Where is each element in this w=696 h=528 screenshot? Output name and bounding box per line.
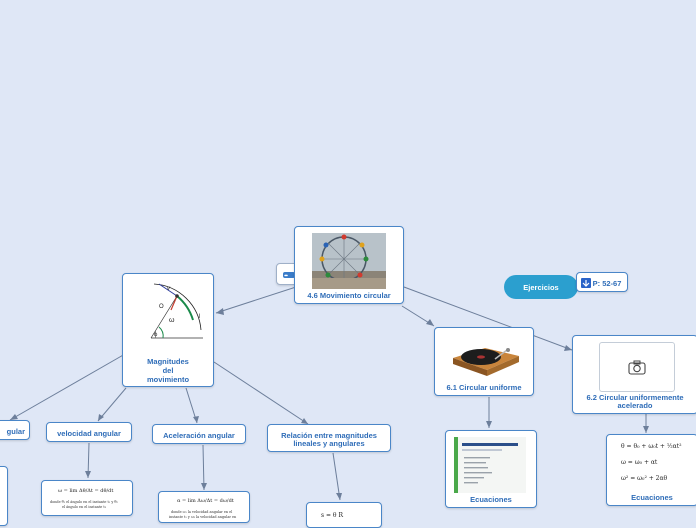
relation-formula-box[interactable]: s = θ R xyxy=(306,502,382,528)
accelerated-circular-node[interactable]: 6.2 Circular uniformemente acelerado xyxy=(572,335,696,414)
equation-velocity: ω = ω₀ + αt xyxy=(621,459,658,466)
image-placeholder xyxy=(599,342,675,392)
equations-accelerated-node[interactable]: θ = θ₀ + ω₀t + ½αt² ω = ω₀ + αt ω² = ω₀²… xyxy=(606,434,696,506)
camera-icon xyxy=(628,360,646,375)
attachment-icon xyxy=(581,278,591,288)
angular-position-node[interactable]: gular xyxy=(0,420,30,440)
root-node-movimiento-circular[interactable]: 4.6 Movimiento circular xyxy=(294,226,404,304)
arc-label: l xyxy=(199,314,200,320)
relation-title-1: Relación entre magnitudes xyxy=(281,431,377,440)
equations-uniform-title: Ecuaciones xyxy=(470,495,512,504)
phi-label: ϕ xyxy=(154,332,158,338)
accelerated-circular-title-1: 6.2 Circular uniformemente xyxy=(586,393,684,402)
angular-velocity-formula-box[interactable]: ω = lim Δθ/Δt = dθ/dt donde θ₁ el ángulo… xyxy=(41,480,133,516)
uniform-circular-node[interactable]: 6.1 Circular uniforme xyxy=(434,327,534,396)
magnitudes-node[interactable]: v O ω ϕ l Magnitudes del movimiento xyxy=(122,273,214,387)
pages-node[interactable]: P: 52-67 xyxy=(576,272,628,292)
equations-accelerated-title: Ecuaciones xyxy=(631,493,673,502)
magnitudes-title-3: movimiento xyxy=(146,375,190,384)
magnitudes-title-1: Magnitudes xyxy=(147,357,189,366)
angular-acceleration-title: Aceleración angular xyxy=(163,431,235,440)
pages-label: P: 52-67 xyxy=(592,279,622,288)
turntable-image xyxy=(453,348,519,376)
velocity-label: v xyxy=(167,286,171,292)
circular-motion-diagram: v O ω ϕ l xyxy=(150,283,203,339)
svg-text:⬌: ⬌ xyxy=(284,273,288,279)
omega-label: ω xyxy=(169,317,175,324)
linear-angular-relation-node[interactable]: Relación entre magnitudes lineales y ang… xyxy=(267,424,391,452)
angular-position-title: gular xyxy=(6,427,25,436)
equation-velocity-squared: ω² = ω₀² + 2αθ xyxy=(621,475,668,482)
angular-acceleration-note-2: instante t₁ y ω₂ la velocidad angular en xyxy=(169,515,237,519)
angular-position-formula-box[interactable] xyxy=(0,466,8,526)
angular-acceleration-node[interactable]: Aceleración angular xyxy=(152,424,246,444)
angular-velocity-formula: ω = lim Δθ/Δt = dθ/dt xyxy=(58,488,114,494)
angular-velocity-note-2: el ángulo en el instante t₂ xyxy=(62,505,107,509)
magnitudes-title-2: del xyxy=(162,366,174,375)
angular-acceleration-formula-box[interactable]: α = lim Δω/Δt = dω/dt donde ω₁ la veloci… xyxy=(158,491,250,523)
angular-velocity-note-1: donde θ₁ el ángulo en el instante t₁ y θ… xyxy=(50,500,118,504)
origin-label: O xyxy=(159,304,164,310)
accelerated-circular-title-2: acelerado xyxy=(617,401,653,410)
equation-position: θ = θ₀ + ω₀t + ½αt² xyxy=(621,443,682,450)
relation-title-2: lineales y angulares xyxy=(293,439,365,448)
ferris-wheel-image xyxy=(312,233,386,289)
root-title: 4.6 Movimiento circular xyxy=(307,291,391,300)
angular-acceleration-note-1: donde ω₁ la velocidad angular en el xyxy=(171,510,233,514)
angular-velocity-node[interactable]: velocidad angular xyxy=(46,422,132,442)
document-icon xyxy=(454,437,526,493)
equations-uniform-node[interactable]: Ecuaciones xyxy=(445,430,537,508)
relation-formula: s = θ R xyxy=(321,512,343,519)
link-icon: ⬌ xyxy=(283,272,295,279)
exercises-bubble[interactable]: Ejercicios xyxy=(504,275,578,299)
angular-velocity-title: velocidad angular xyxy=(57,429,121,438)
uniform-circular-title: 6.1 Circular uniforme xyxy=(446,383,522,392)
angular-acceleration-formula: α = lim Δω/Δt = dω/dt xyxy=(177,498,234,504)
link-icon-box[interactable]: ⬌ xyxy=(276,263,298,285)
